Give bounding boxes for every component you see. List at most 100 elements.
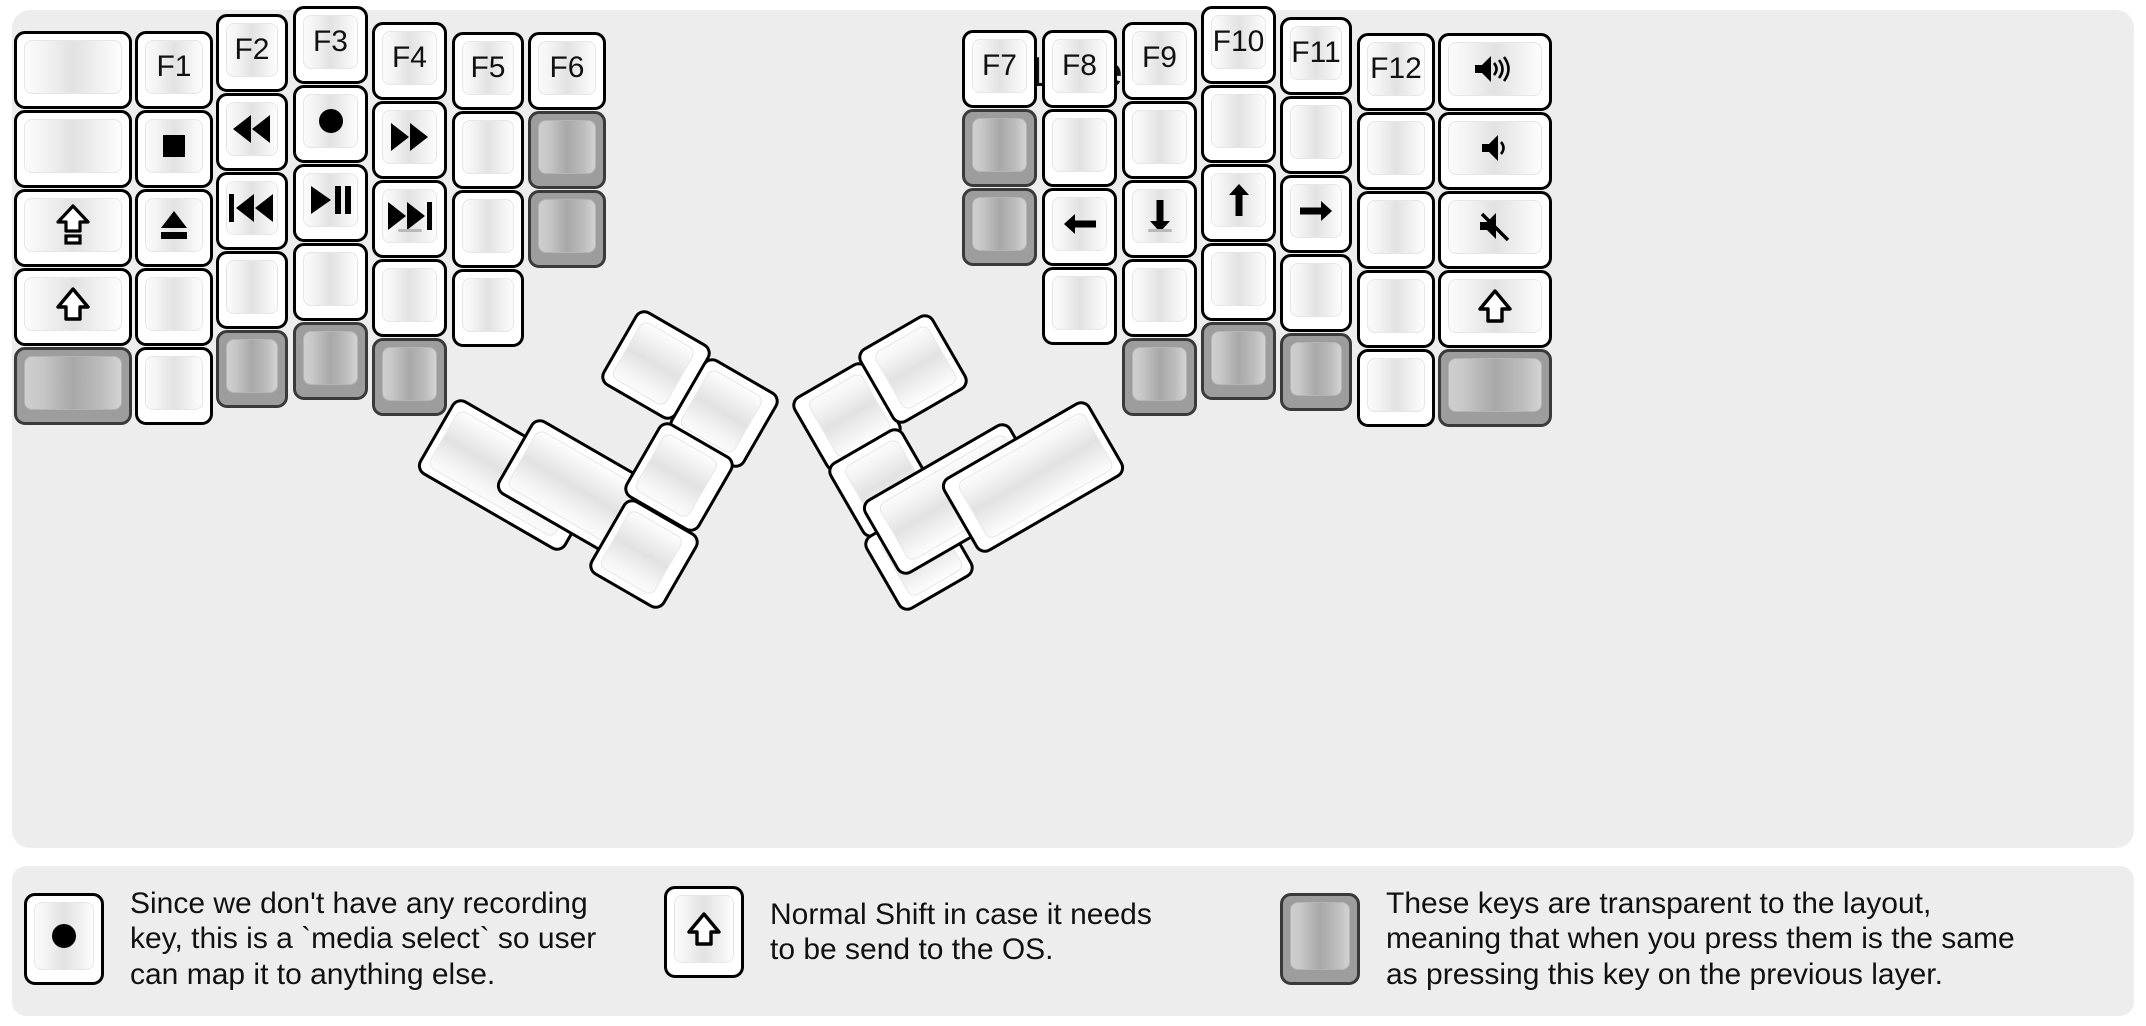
left-middle-column-key-4[interactable] — [293, 243, 368, 321]
left-middle-column-key-5[interactable] — [293, 322, 368, 400]
right-pinky-outer-column-key-3[interactable] — [1438, 191, 1552, 269]
keycap-face — [24, 198, 122, 252]
right-pinky-column-key-5[interactable] — [1357, 349, 1435, 427]
home-row-marker — [1147, 229, 1172, 232]
left-pinky-column-key-4[interactable] — [135, 268, 213, 346]
volume-mute-icon — [1478, 210, 1512, 244]
right-middle-column-key-3[interactable] — [1201, 164, 1276, 242]
left-inner-column-key-2[interactable] — [528, 111, 606, 189]
left-index-column-key-1[interactable]: F4 — [372, 22, 447, 100]
right-middle-column-key-2[interactable] — [1201, 85, 1276, 163]
legend-description-1: Since we don't have any recording key, t… — [130, 887, 597, 991]
keycap-face: F11 — [1290, 26, 1342, 80]
right-ring-column-key-2[interactable] — [1280, 96, 1352, 174]
right-index-column-key-1[interactable]: F9 — [1122, 22, 1197, 100]
right-inner-index-column-key-2[interactable] — [1042, 109, 1117, 187]
right-pinky-outer-column-key-4[interactable] — [1438, 270, 1552, 348]
keycap-face — [145, 119, 203, 173]
keycap-face — [226, 181, 278, 235]
left-ring-column-key-5[interactable] — [216, 330, 288, 408]
left-index-column-key-3[interactable] — [372, 180, 447, 258]
keycap-face — [1132, 110, 1187, 164]
left-inner-column-key-1[interactable]: F6 — [528, 32, 606, 110]
left-pinky-outer-column-key-4[interactable] — [14, 268, 132, 346]
left-inner-index-column-key-4[interactable] — [452, 269, 524, 347]
right-middle-column-key-1[interactable]: F10 — [1201, 6, 1276, 84]
left-ring-column-key-4[interactable] — [216, 251, 288, 329]
right-inner-column-key-2[interactable] — [962, 109, 1037, 187]
right-inner-index-column-key-3[interactable] — [1042, 188, 1117, 266]
keycap-label: F9 — [1141, 41, 1177, 74]
left-pinky-column-key-5[interactable] — [135, 347, 213, 425]
left-index-column-key-2[interactable] — [372, 101, 447, 179]
keycap-label: F3 — [312, 25, 348, 58]
left-pinky-outer-column-key-5[interactable] — [14, 347, 132, 425]
left-pinky-column-key-1[interactable]: F1 — [135, 31, 213, 109]
left-pinky-outer-column-key-3[interactable] — [14, 189, 132, 267]
keycap-face — [1448, 200, 1542, 254]
left-pinky-outer-column-key-1[interactable] — [14, 31, 132, 109]
right-index-column-key-4[interactable] — [1122, 259, 1197, 337]
right-ring-column-key-3[interactable] — [1280, 175, 1352, 253]
right-middle-column-key-5[interactable] — [1201, 322, 1276, 400]
keycap-face — [34, 902, 94, 971]
keycap-label: F10 — [1212, 25, 1265, 58]
right-middle-column-key-4[interactable] — [1201, 243, 1276, 321]
right-pinky-column-key-1[interactable]: F12 — [1357, 33, 1435, 111]
keycap-face: F6 — [538, 41, 596, 95]
right-inner-index-column-key-4[interactable] — [1042, 267, 1117, 345]
keycap-face — [1052, 197, 1107, 251]
legend-sample-key-1[interactable] — [24, 893, 104, 986]
keycap-face — [303, 94, 358, 148]
keycap-face — [1290, 263, 1342, 317]
right-inner-column-key-3[interactable] — [962, 188, 1037, 266]
left-ring-column-key-1[interactable]: F2 — [216, 14, 288, 92]
keycap-face: F2 — [226, 23, 278, 77]
left-middle-column-key-1[interactable]: F3 — [293, 6, 368, 84]
left-ring-column-key-3[interactable] — [216, 172, 288, 250]
right-pinky-column-key-4[interactable] — [1357, 270, 1435, 348]
left-pinky-outer-column-key-2[interactable] — [14, 110, 132, 188]
volume-up-icon — [1473, 53, 1517, 85]
left-inner-index-column-key-3[interactable] — [452, 190, 524, 268]
left-pinky-column-key-2[interactable] — [135, 110, 213, 188]
right-pinky-column-key-2[interactable] — [1357, 112, 1435, 190]
keycap-label: F2 — [234, 33, 270, 66]
right-inner-index-column-key-1[interactable]: F8 — [1042, 30, 1117, 108]
left-index-column-key-4[interactable] — [372, 259, 447, 337]
media-stop-icon — [159, 131, 189, 161]
left-ring-column-key-2[interactable] — [216, 93, 288, 171]
left-inner-index-column-key-1[interactable]: F5 — [452, 32, 524, 110]
left-pinky-column-key-3[interactable] — [135, 189, 213, 267]
right-pinky-outer-column-key-1[interactable] — [1438, 33, 1552, 111]
left-middle-column-key-2[interactable] — [293, 85, 368, 163]
right-index-column-key-3[interactable] — [1122, 180, 1197, 258]
shift-icon — [1477, 288, 1513, 325]
right-index-column-key-2[interactable] — [1122, 101, 1197, 179]
left-inner-index-column-key-2[interactable] — [452, 111, 524, 189]
keycap-face: F10 — [1211, 15, 1266, 69]
right-ring-column-key-5[interactable] — [1280, 333, 1352, 411]
left-inner-column-key-3[interactable] — [528, 190, 606, 268]
media-eject-icon — [158, 209, 190, 241]
left-middle-column-key-3[interactable] — [293, 164, 368, 242]
media-record-icon — [48, 920, 80, 952]
right-inner-column-key-1[interactable]: F7 — [962, 30, 1037, 108]
right-pinky-column-key-3[interactable] — [1357, 191, 1435, 269]
right-ring-column-key-1[interactable]: F11 — [1280, 17, 1352, 95]
keycap-face — [674, 895, 734, 963]
right-index-column-key-5[interactable] — [1122, 338, 1197, 416]
left-index-column-key-5[interactable] — [372, 338, 447, 416]
keycap-face — [538, 120, 596, 174]
arrow-right-icon — [1298, 196, 1334, 226]
right-ring-column-key-4[interactable] — [1280, 254, 1352, 332]
keycap-face — [1211, 173, 1266, 227]
keycap-label: F7 — [981, 49, 1017, 82]
right-pinky-outer-column-key-5[interactable] — [1438, 349, 1552, 427]
keycap-face — [145, 277, 203, 331]
legend-sample-key-2[interactable] — [664, 886, 744, 978]
legend-sample-key-3[interactable] — [1280, 893, 1360, 986]
keycap-face — [538, 199, 596, 253]
legend-item-3: These keys are transparent to the layout… — [1280, 886, 2120, 992]
right-pinky-outer-column-key-2[interactable] — [1438, 112, 1552, 190]
